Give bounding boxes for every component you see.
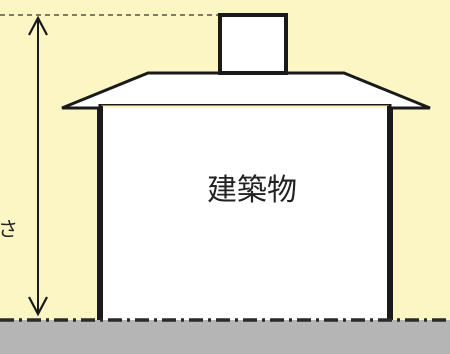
building-label: 建築物 [207, 173, 297, 208]
height-arrowhead-bottom [28, 296, 48, 317]
rooftop-structure [218, 13, 288, 75]
height-arrowhead-top [28, 15, 48, 36]
ground [0, 320, 450, 354]
height-label-fragment: さ [0, 217, 18, 241]
roof-underside [76, 78, 416, 104]
building-body [100, 108, 390, 320]
